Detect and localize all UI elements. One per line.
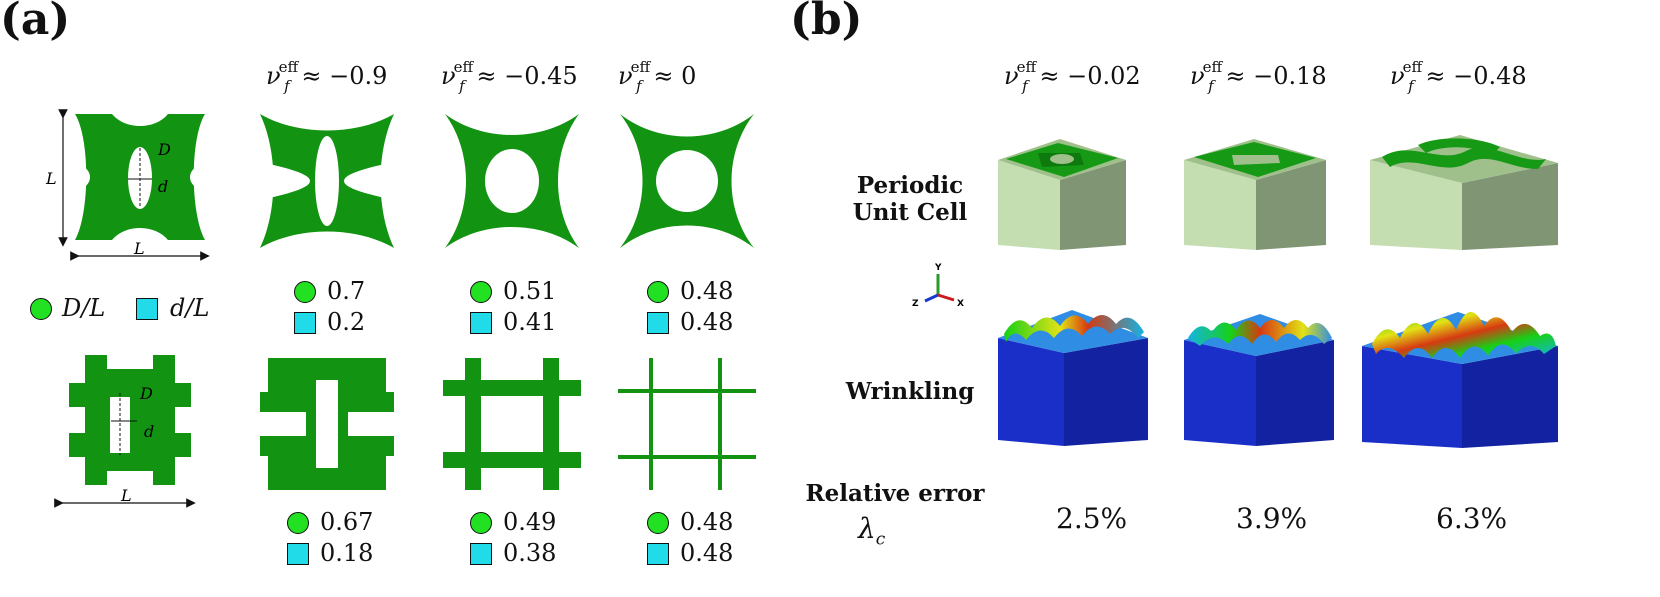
bottom-3-D-value: 0.48: [680, 508, 734, 536]
panel-b-label: (b): [790, 0, 863, 45]
square-icon: [470, 312, 492, 334]
lambda-c-label: λc: [858, 512, 886, 550]
error-value-2: 3.9%: [1236, 502, 1308, 535]
top-2-d-value: 0.41: [503, 308, 557, 336]
legend-square-label: d/L: [170, 294, 210, 322]
nu-header-b-3: νefff ≈ −0.48: [1390, 58, 1527, 95]
top-2-D-value: 0.51: [503, 277, 557, 305]
row-label-wrinkling: Wrinkling: [845, 378, 975, 405]
svg-text:D: D: [139, 384, 153, 403]
svg-text:d: d: [144, 422, 154, 441]
circle-icon: [294, 281, 316, 303]
legend-circle-icon: [30, 298, 52, 320]
unit-cell-top-3: [620, 114, 754, 248]
svg-text:L: L: [133, 239, 145, 258]
bottom-1-D-value: 0.67: [320, 508, 374, 536]
legend-circle-label: D/L: [62, 294, 106, 322]
square-icon: [294, 312, 316, 334]
schematic-bottom-cell: D d L: [54, 355, 196, 508]
wrinkling-block-2: [1184, 314, 1334, 446]
periodic-cell-block-1: [998, 139, 1126, 250]
circle-icon: [287, 512, 309, 534]
nu-header-a-2: νefff ≈ −0.45: [441, 58, 578, 95]
unit-cell-top-1: [260, 114, 394, 248]
circle-icon: [647, 281, 669, 303]
top-3-D-value: 0.48: [680, 277, 734, 305]
bottom-2-d-value: 0.38: [503, 539, 557, 567]
top-1-D-value: 0.7: [327, 277, 366, 305]
periodic-cell-block-2: [1184, 139, 1326, 250]
error-value-1: 2.5%: [1056, 502, 1128, 535]
square-icon: [647, 543, 669, 565]
axes-triad-icon: Y X Z: [912, 263, 964, 309]
svg-text:d: d: [158, 177, 168, 196]
row-label-periodic: Periodic Unit Cell: [852, 172, 968, 226]
svg-text:L: L: [45, 169, 57, 188]
nu-header-a-3: νefff ≈ 0: [618, 58, 697, 95]
nu-header-b-1: νefff ≈ −0.02: [1004, 58, 1141, 95]
unit-cell-bottom-1: [260, 358, 394, 490]
svg-text:Y: Y: [934, 263, 942, 273]
unit-cell-bottom-2: [443, 358, 581, 490]
unit-cell-top-2: [445, 114, 579, 248]
circle-icon: [647, 512, 669, 534]
unit-cell-bottom-3: [618, 358, 756, 490]
square-icon: [647, 312, 669, 334]
svg-text:X: X: [957, 299, 964, 309]
top-1-d-value: 0.2: [327, 308, 366, 336]
legend-square-icon: [136, 298, 158, 320]
circle-icon: [470, 512, 492, 534]
square-icon: [287, 543, 309, 565]
wrinkling-block-3: [1362, 311, 1558, 448]
bottom-3-d-value: 0.48: [680, 539, 734, 567]
wrinkling-block-1: [998, 310, 1148, 446]
bottom-2-D-value: 0.49: [503, 508, 557, 536]
error-value-3: 6.3%: [1436, 502, 1508, 535]
periodic-cell-block-3: [1370, 135, 1558, 250]
schematic-top-cell: D d L L: [45, 109, 210, 261]
svg-text:D: D: [157, 140, 171, 159]
square-icon: [470, 543, 492, 565]
svg-text:Z: Z: [912, 299, 919, 309]
bottom-1-d-value: 0.18: [320, 539, 374, 567]
nu-header-b-2: νefff ≈ −0.18: [1190, 58, 1327, 95]
nu-header-a-1: νefff ≈ −0.9: [266, 58, 388, 95]
circle-icon: [470, 281, 492, 303]
svg-text:L: L: [120, 486, 132, 505]
top-3-d-value: 0.48: [680, 308, 734, 336]
row-label-relative-error: Relative error: [805, 480, 985, 507]
panel-a-label: (a): [0, 0, 71, 45]
